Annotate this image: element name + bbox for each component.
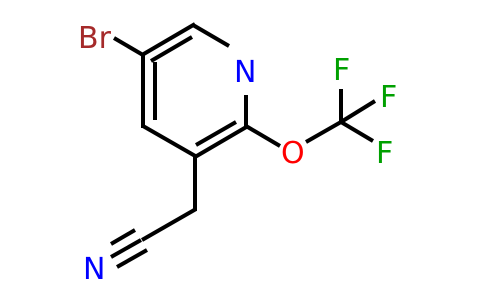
atom-n-nitrile: N <box>83 252 105 287</box>
atom-f2: F <box>380 80 397 115</box>
bond-c3-c4 <box>142 124 198 159</box>
bond-nitrile-2 <box>110 238 142 259</box>
bond-cf3-f2 <box>339 99 377 124</box>
bond-cf3-f3 <box>339 120 375 143</box>
bond-o-cf3 <box>305 120 342 144</box>
bond-c6-c5-inner <box>149 35 194 63</box>
bond-ch2-cn <box>141 207 197 242</box>
bond-c5-br <box>112 36 145 57</box>
bond-c6-n1 <box>191 23 231 48</box>
bond-c2-c3-inner <box>195 120 237 147</box>
bond-c6-c5 <box>140 22 197 57</box>
atom-f3: F <box>376 136 393 171</box>
atom-o: O <box>281 136 305 171</box>
bond-nitrile-1 <box>109 228 137 246</box>
bond-c2-o <box>244 124 282 148</box>
atom-f1: F <box>333 53 350 88</box>
bond-nitrile-3 <box>116 248 148 269</box>
atom-br: Br <box>78 21 112 56</box>
atom-n-ring: N <box>234 55 256 90</box>
bond-c2-c3 <box>193 124 250 159</box>
